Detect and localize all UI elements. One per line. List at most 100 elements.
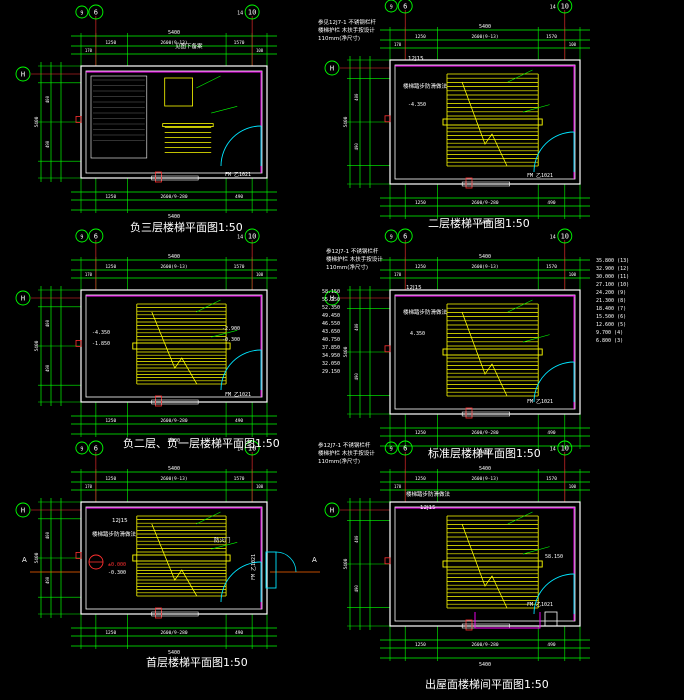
plan-f2-marker-left (384, 115, 391, 123)
plan-std-bubble-10-circle (557, 228, 573, 244)
plan-std-dim-mid: 2600(9-13) (471, 264, 498, 270)
section-mark-left: A (22, 556, 27, 564)
note-f2-2: 110mm(净尺寸) (318, 34, 360, 42)
plan-b3-bubble-h-text: H (21, 71, 25, 79)
std-table-2: 30.000 (11) (596, 274, 629, 280)
plan-std-dim-overall: 5400 (479, 254, 491, 260)
plan-f1-bubble-9-circle (75, 441, 89, 455)
plan-b3-dim-right: 1570 (234, 40, 245, 46)
level-b2b1-0: -4.350 (92, 330, 110, 336)
plan-b3-bubble-h-circle (15, 66, 31, 82)
std-table-9: 9.700 (4) (596, 330, 623, 336)
plan-roof-leader-1 (507, 511, 533, 525)
plan-f1-landing-step (151, 611, 199, 617)
plan-f1-bubble-6-circle (88, 440, 104, 456)
plan-b2b1-break-line (151, 311, 198, 385)
plan-b3-storage (90, 75, 148, 159)
plan-f2-dim-mid: 2600(9-13) (471, 34, 498, 40)
plan-b3-leader-1 (196, 75, 221, 89)
plan-std-dim-right: 1570 (546, 264, 557, 270)
plan-roof-bubble-10-text: 10 (561, 445, 569, 453)
plan-roof-dim-bl: 1250 (415, 642, 426, 648)
plan-roof-marker-bottom (465, 619, 473, 631)
plan-b3-bubble-6-text: 6 (94, 9, 98, 17)
plan-b3-vent (164, 77, 193, 107)
plan-std-bubble-10-sub: 14 (550, 235, 556, 241)
plan-b3-bubble-9-circle (75, 5, 89, 19)
plan-b2b1-dim-v2: 490 (45, 364, 50, 372)
plan-f2-bubble-h-circle (324, 60, 340, 76)
plan-b2b1-dim-bl: 1250 (105, 418, 116, 424)
plan-std-handrail (442, 348, 543, 356)
plan-std-landing-step (461, 411, 511, 417)
section-mark-right: A (312, 556, 317, 564)
std-table-0: 35.800 (13) (596, 258, 629, 264)
plan-f1-door-swing (220, 561, 262, 603)
plan-f1-leader-1 (196, 511, 221, 525)
plan-f2-landing-step (461, 181, 511, 187)
plan-f2-bubble-10-sub: 14 (550, 5, 556, 11)
plan-b2b1-bubble-6-text: 6 (94, 233, 98, 241)
plan-b3-dim-bl: 1250 (105, 194, 116, 200)
plan-roof-bubble-10-circle (557, 440, 573, 456)
level-b2b1-1: -1.850 (92, 341, 110, 347)
plan-roof-break-line (461, 523, 508, 609)
plan-f1-dim-v1: 400 (45, 531, 50, 539)
plan-f2-marker-bottom (465, 177, 473, 189)
level-std-5: 43.650 (322, 329, 340, 335)
note-f2-0: 参见12J7-1 不锈钢栏杆 (318, 18, 376, 26)
plan-f2-handrail (442, 118, 543, 126)
plan-b2b1-dim-overall: 5400 (168, 254, 180, 260)
plan-b2b1-leader-1 (196, 299, 221, 313)
plan-b3-bubble-6-circle (88, 4, 104, 20)
plan-f2-door-swing (533, 131, 575, 173)
plan-f1-dim-left: 1250 (105, 476, 116, 482)
plan-b3-dim-vertical: 5400 (34, 116, 40, 127)
plan-f2-bubble-10-circle (557, 0, 573, 14)
plan-roof-dim-br: 490 (547, 642, 555, 648)
plan-roof-dim-mid: 2600(9-13) (471, 476, 498, 482)
plan-b2b1-handrail (132, 342, 231, 350)
plan-std-bubble-6-circle (397, 228, 413, 244)
plan-std-dim-v1: 400 (354, 323, 359, 331)
note-std-4: 楼梯踏步防滑做法 (403, 308, 448, 316)
level-b2b1-3: -0.300 (222, 337, 240, 343)
title-f1: 首层楼梯平面图1:50 (146, 655, 248, 669)
plan-b3-dim-ls: 170 (85, 48, 93, 53)
plan-f2-dim-rs: 100 (569, 42, 577, 47)
plan-std-dim-bl: 1250 (415, 430, 426, 436)
plan-std-dim-br: 490 (547, 430, 555, 436)
level-f1-0: ±0.000 (108, 562, 126, 568)
plan-f2-leader-1 (507, 69, 533, 83)
plan-b3-bubble-10-sub: 14 (237, 11, 243, 17)
std-table-6: 18.400 (7) (596, 306, 626, 312)
note-f1-1: 楼梯踏步防滑做法 (92, 530, 137, 538)
plan-roof-wall-inner (394, 506, 576, 622)
plan-b3-bubble-10-circle (244, 4, 260, 20)
std-table-10: 6.800 (3) (596, 338, 623, 344)
plan-std-leader-2 (522, 334, 550, 343)
note-roof-0: 参12J7-1 不锈钢栏杆 (318, 441, 371, 449)
note-roof-1: 楼梯护栏 木扶手按设计 (318, 449, 375, 457)
level-std-10: 29.150 (322, 369, 340, 375)
plan-std-bubble-10-text: 10 (561, 233, 569, 241)
level-std-8: 34.950 (322, 353, 340, 359)
plan-f2-dim-right: 1570 (546, 34, 557, 40)
plan-b2b1-dim-ls: 170 (85, 272, 93, 277)
plan-f2-bubble-9-text: 9 (390, 5, 393, 11)
level-std-6: 40.750 (322, 337, 340, 343)
plan-f1-bubble-h-circle (15, 502, 31, 518)
plan-roof-bubble-6-circle (397, 440, 413, 456)
plan-f1-dim-rs: 100 (256, 484, 264, 489)
plan-std-bubble-h-text: H (330, 295, 334, 303)
roof-parapet (474, 612, 541, 629)
plan-b2b1-landing-step (151, 399, 199, 405)
plan-roof-dim-overall: 5400 (479, 466, 491, 472)
plan-b2b1-bubble-10-circle (244, 228, 260, 244)
plan-f1-bubble-9-text: 9 (80, 447, 83, 453)
plan-b2b1-bubble-9-text: 9 (80, 235, 83, 241)
plan-b2b1-dim-left: 1250 (105, 264, 116, 270)
std-table-4: 24.200 (9) (596, 290, 626, 296)
door-tag-f1: FM 乙1021 (250, 554, 257, 580)
